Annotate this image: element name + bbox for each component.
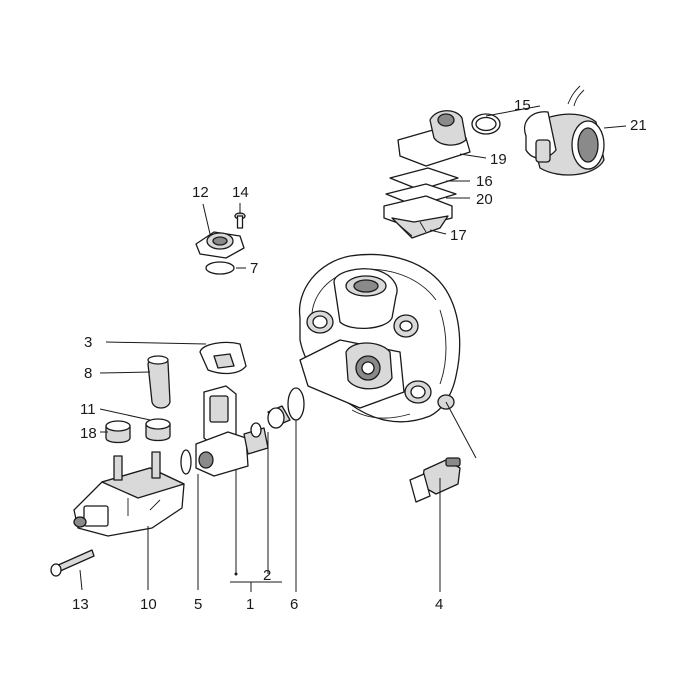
label-1: 1 bbox=[246, 596, 254, 613]
label-19: 19 bbox=[490, 151, 507, 168]
reed-valve bbox=[383, 195, 453, 239]
throttle-body bbox=[523, 85, 605, 176]
nozzle-2 bbox=[250, 405, 291, 438]
cap-18 bbox=[105, 420, 131, 444]
label-20: 20 bbox=[476, 191, 493, 208]
label-5: 5 bbox=[194, 596, 202, 613]
label-18: 18 bbox=[80, 425, 97, 442]
o-ring-7 bbox=[205, 261, 235, 275]
label-12: 12 bbox=[192, 184, 209, 201]
label-8: 8 bbox=[84, 365, 92, 382]
gasket-16 bbox=[389, 167, 459, 191]
label-14: 14 bbox=[232, 184, 249, 201]
leader-lines bbox=[79, 105, 627, 592]
cover-assembly bbox=[195, 231, 245, 259]
bracket-clip bbox=[199, 341, 247, 375]
cap-11 bbox=[145, 418, 171, 442]
label-11: 11 bbox=[80, 401, 96, 418]
bolt-13 bbox=[50, 549, 95, 577]
callout-labels: 15 21 19 16 20 17 12 14 7 3 8 11 18 13 1… bbox=[72, 97, 647, 613]
hose-clamp bbox=[471, 113, 501, 135]
cylinder-head bbox=[298, 253, 461, 423]
label-3: 3 bbox=[84, 334, 92, 351]
intake-manifold bbox=[397, 110, 471, 167]
o-ring-6 bbox=[287, 387, 305, 421]
pump-body bbox=[73, 451, 185, 537]
label-2: 2 bbox=[263, 567, 271, 584]
label-16: 16 bbox=[476, 173, 493, 190]
seal-5 bbox=[180, 449, 192, 475]
label-6: 6 bbox=[290, 596, 298, 613]
label-13: 13 bbox=[72, 596, 89, 613]
solenoid-valve bbox=[195, 385, 269, 477]
temperature-sensor bbox=[409, 457, 461, 503]
label-4: 4 bbox=[435, 596, 443, 613]
label-15: 15 bbox=[514, 97, 531, 114]
label-17: 17 bbox=[450, 227, 467, 244]
label-7: 7 bbox=[250, 260, 258, 277]
label-10: 10 bbox=[140, 596, 157, 613]
fuel-hose bbox=[147, 355, 171, 409]
label-21: 21 bbox=[630, 117, 647, 134]
screw-14 bbox=[234, 212, 246, 229]
